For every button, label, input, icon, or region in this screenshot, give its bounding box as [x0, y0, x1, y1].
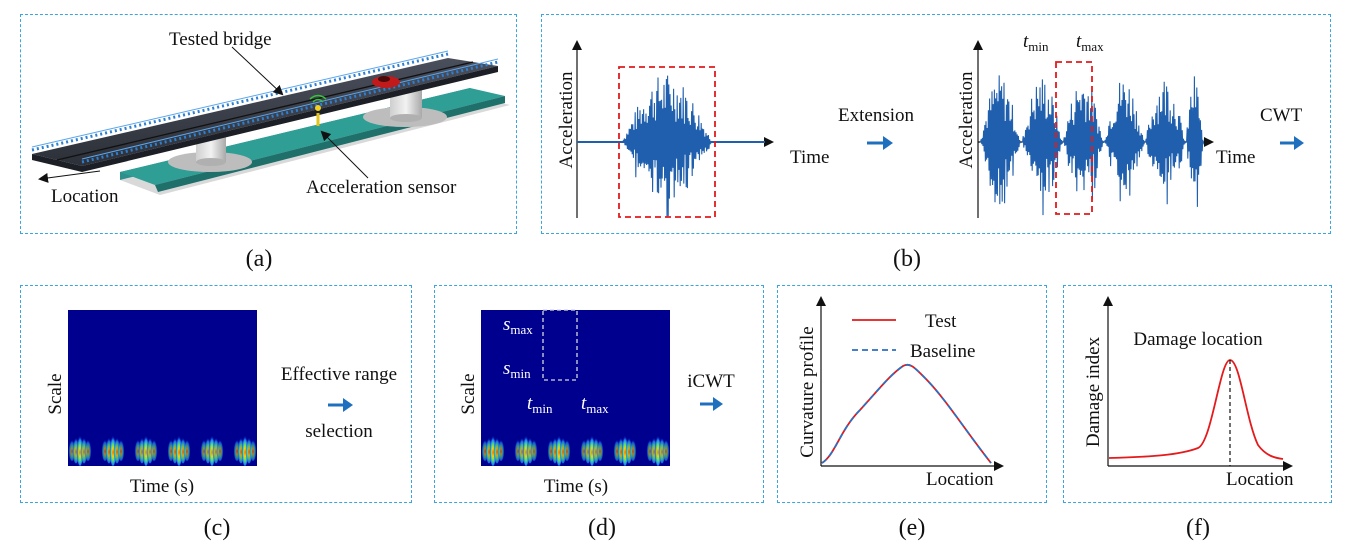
ylabel-curvature: Curvature profile	[797, 326, 818, 457]
label-t-max: tmax	[1076, 31, 1104, 54]
car-icon	[372, 76, 400, 88]
caption-c: (c)	[203, 515, 231, 541]
label-acceleration-sensor: Acceleration sensor	[306, 177, 457, 198]
label-t-max-d: tmax	[581, 393, 609, 416]
extended-signal-window	[1055, 61, 1093, 215]
xlabel-time-c: Time (s)	[130, 476, 194, 497]
caption-a: (a)	[245, 246, 273, 272]
label-location: Location	[51, 186, 119, 207]
label-s-max: smax	[503, 314, 533, 337]
xlabel-location-f: Location	[1226, 469, 1294, 490]
label-s-min: smin	[503, 358, 531, 381]
scalogram-selection-window	[542, 309, 578, 381]
label-cwt: CWT	[1260, 105, 1303, 126]
damage-index-curve	[1108, 359, 1284, 460]
legend-label-baseline: Baseline	[910, 341, 975, 362]
raw-signal-burst	[622, 75, 712, 217]
scalogram-energy-spot	[117, 437, 125, 461]
caption-f: (f)	[1186, 515, 1210, 541]
step-label-line2: selection	[305, 421, 373, 442]
extended-signal	[980, 75, 1204, 216]
caption-e: (e)	[898, 515, 926, 541]
scalogram-energy-spot	[530, 437, 538, 461]
damage-axes	[1103, 296, 1293, 471]
scalogram-energy-spot	[497, 437, 505, 461]
arrow-icwt-icon	[700, 397, 723, 411]
label-extension: Extension	[838, 105, 914, 126]
bridge-illustration	[31, 46, 510, 195]
curve-baseline	[821, 363, 992, 464]
scalogram-energy-spot	[249, 437, 257, 461]
label-icwt: iCWT	[687, 371, 735, 392]
scalogram-energy-spot	[629, 437, 637, 461]
caption-d: (d)	[588, 515, 616, 541]
panel-c	[20, 285, 412, 503]
ylabel-acceleration-2: Acceleration	[956, 71, 977, 169]
curve-test	[821, 363, 992, 464]
label-t-min-d: tmin	[527, 393, 553, 416]
scalogram-energy-spot	[150, 437, 158, 461]
scalogram-energy-spot	[216, 437, 224, 461]
scalogram-energy-spot	[183, 437, 191, 461]
scalogram-energy-spot	[563, 437, 571, 461]
scalogram-energy-spot	[84, 437, 92, 461]
panel-a	[20, 14, 517, 234]
scalogram-d	[481, 310, 670, 466]
legend-label-test: Test	[925, 311, 957, 332]
acceleration-sensor-icon	[309, 94, 327, 126]
ylabel-damage-index: Damage index	[1083, 336, 1104, 447]
annotation-damage-location: Damage location	[1133, 329, 1263, 350]
arrow-cwt-icon	[1280, 136, 1304, 150]
xlabel-location-e: Location	[926, 469, 994, 490]
ylabel-scale-c: Scale	[45, 373, 66, 414]
panel-b	[541, 14, 1331, 234]
xlabel-time-2: Time	[1216, 147, 1255, 168]
panel-d	[434, 285, 764, 503]
ylabel-scale-d: Scale	[458, 373, 479, 414]
caption-b: (b)	[893, 246, 921, 272]
step-label-line1: Effective range	[281, 364, 397, 385]
arrow-selection-icon	[328, 398, 353, 412]
scalogram-energy-spot	[662, 437, 670, 461]
panel-e	[777, 285, 1047, 503]
label-t-min: tmin	[1023, 31, 1049, 54]
label-tested-bridge: Tested bridge	[169, 29, 272, 50]
ylabel-acceleration-1: Acceleration	[556, 71, 577, 169]
xlabel-time-d: Time (s)	[544, 476, 608, 497]
raw-signal-window	[618, 66, 716, 218]
curvature-axes	[816, 296, 1004, 471]
xlabel-time-1: Time	[790, 147, 829, 168]
arrow-extension-icon	[867, 136, 893, 150]
scalogram-energy-spot	[596, 437, 604, 461]
panel-f	[1063, 285, 1332, 503]
scalogram-c	[68, 310, 257, 466]
